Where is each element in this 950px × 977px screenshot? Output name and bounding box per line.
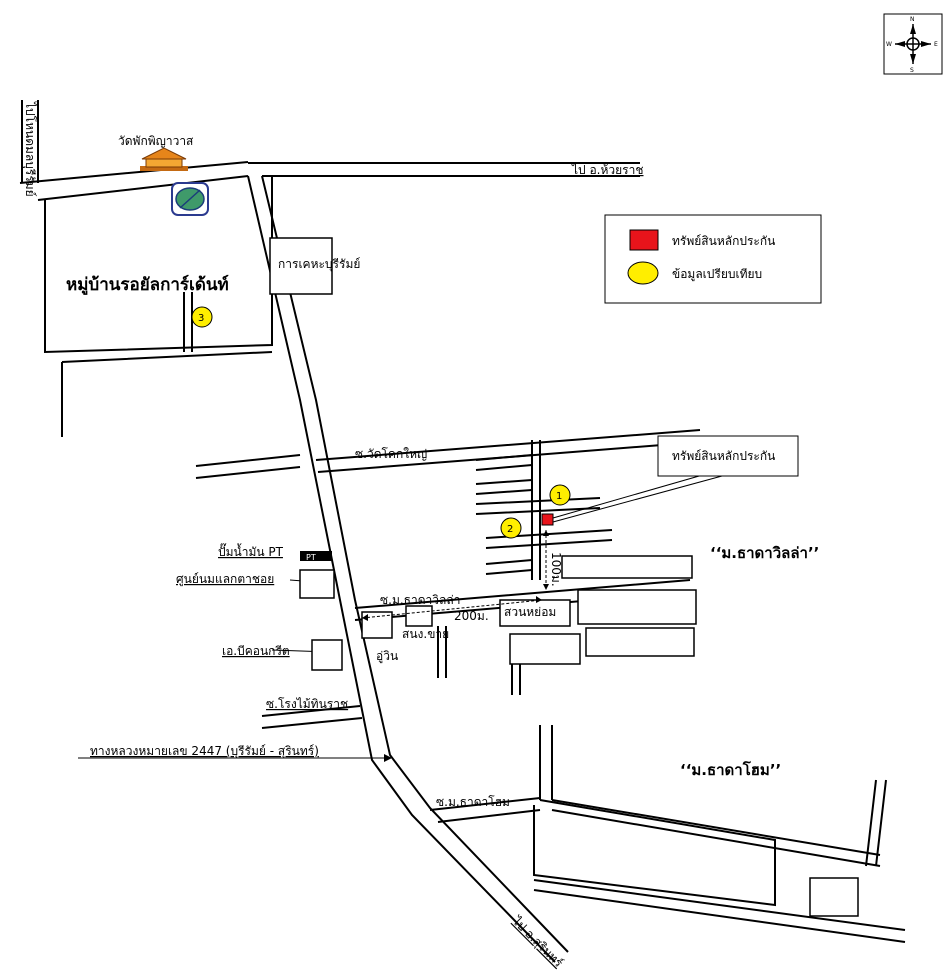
village-logo-icon <box>171 182 209 216</box>
snong-shop-label: สนง.ขาย <box>402 627 449 641</box>
thada-villa-grid: ซ.ม.ธาดาวิลล่า สวนหย่อม สนง.ขาย อู่วิน 2… <box>354 440 819 695</box>
legend-comparison-label: ข้อมูลเปรียบเทียบ <box>672 267 762 282</box>
property-markers: 1 2 <box>500 484 571 539</box>
soi-wat-khok-yai-label: ซ.วัดโคกใหญ่ <box>355 447 427 461</box>
collateral-marker <box>541 513 554 526</box>
exchange-center-label: ศูนย์นมแลกตาชอย <box>176 572 274 587</box>
legend-collateral-swatch <box>629 229 659 251</box>
lower-left-road <box>61 351 273 437</box>
soi-rongmai: ซ.โรงไม้ทินราช <box>261 697 363 729</box>
left-road: ไปโหนดมลบุรีรัมย์ <box>21 100 39 197</box>
compass-north: N <box>910 16 915 23</box>
marker-3 <box>191 306 213 328</box>
left-road-label: ไปโหนดมลบุรีรัมย์ <box>22 101 37 197</box>
temple: วัดพักพิญาวาส <box>118 134 194 171</box>
legend-comparison-swatch <box>627 261 659 285</box>
compass-south: S <box>910 67 914 74</box>
marker-1-label: 1 <box>556 491 562 502</box>
marker-2-label: 2 <box>507 524 513 535</box>
gas-station-sign: PT <box>306 553 316 562</box>
soi-thada-home-label: ซ.ม.ธาดาโฮม <box>436 795 510 809</box>
concrete-label: เอ.บีคอนกรีต <box>222 644 290 658</box>
distance-200-label: 200ม. <box>454 609 489 623</box>
marker-3-label: 3 <box>198 313 204 324</box>
highway: ทางหลวงหมายเลข 2447 (บุรีรัมย์ - สุรินทร… <box>78 744 392 762</box>
callout-label: ทรัพย์สินหลักประกัน <box>672 449 775 463</box>
compass-west: W <box>886 41 892 48</box>
distance-100-label: 100ม. <box>549 552 563 587</box>
garage-label: อู่วิน <box>376 649 398 664</box>
marker-2 <box>500 517 522 539</box>
gas-station-label: ปั๊มน้ำมัน PT <box>218 543 284 559</box>
village-block: หมู่บ้านรอยัลการ์เด้นท์ 3 <box>44 176 273 354</box>
legend-collateral-label: ทรัพย์สินหลักประกัน <box>672 234 775 248</box>
soi-rongmai-label: ซ.โรงไม้ทินราช <box>266 697 348 711</box>
compass-rose: N S W E <box>883 13 943 75</box>
soi-thada-villa-label: ซ.ม.ธาดาวิลล่า <box>380 593 460 607</box>
top-road: ไป อ.ห้วยราช <box>19 161 644 201</box>
garden-shop-label: สวนหย่อม <box>504 605 556 619</box>
highway-label: ทางหลวงหมายเลข 2447 (บุรีรัมย์ - สุรินทร… <box>90 744 319 759</box>
soi-wat-khok-yai: ซ.วัดโคกใหญ่ <box>195 429 701 479</box>
temple-label: วัดพักพิญาวาส <box>118 134 194 148</box>
collateral-callout: ทรัพย์สินหลักประกัน <box>552 435 799 523</box>
thada-villa-area-label: ‘‘ม.ธาดาวิลล่า’’ <box>710 544 819 562</box>
to-huairat-label: ไป อ.ห้วยราช <box>571 163 644 177</box>
gas-station-icon: PT <box>300 551 332 562</box>
housing-authority-label: การเคหะบุรีรัมย์ <box>278 257 360 272</box>
compass-east: E <box>934 41 938 48</box>
temple-icon <box>140 147 188 171</box>
housing-authority: การเคหะบุรีรัมย์ <box>269 237 360 295</box>
thada-home: ซ.ม.ธาดาโฮม ‘‘ม.ธาดาโฮม’’ <box>429 725 906 943</box>
legend: ทรัพย์สินหลักประกัน ข้อมูลเปรียบเทียบ <box>604 214 822 304</box>
thada-home-area-label: ‘‘ม.ธาดาโฮม’’ <box>680 760 781 779</box>
left-pois: ปั๊มน้ำมัน PT PT ศูนย์นมแลกตาชอย เอ.บีคอ… <box>176 543 343 671</box>
village-label: หมู่บ้านรอยัลการ์เด้นท์ <box>66 274 229 296</box>
marker-1 <box>549 484 571 506</box>
main-road <box>247 175 569 963</box>
